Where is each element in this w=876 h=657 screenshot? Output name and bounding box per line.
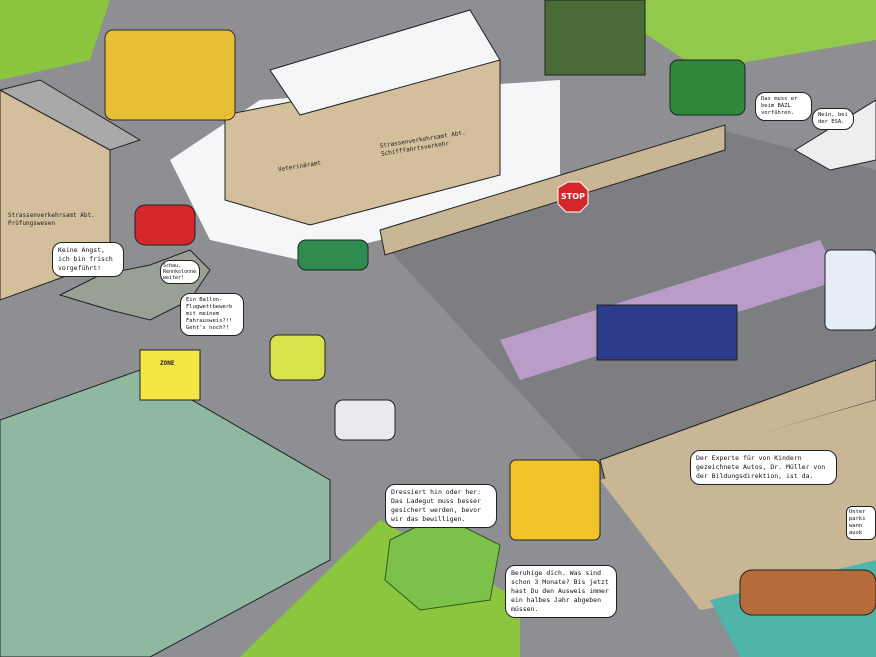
- left-office-roof: [0, 79, 142, 151]
- excavator: [104, 29, 236, 121]
- bubble-car-watchers: Schau, Rennkolonne weiter!: [160, 260, 200, 284]
- military-truck: [544, 0, 646, 76]
- stop-sign: [557, 181, 589, 213]
- bubble-dinosaur: Keine Angst, ich bin frisch vorgeführt!: [52, 242, 124, 277]
- grass-top-left: [0, 0, 110, 80]
- bubble-expert: Der Experte für von Kindern gezeichnete …: [690, 450, 837, 485]
- red-car: [134, 204, 196, 246]
- parking-garage-wall: [379, 124, 726, 256]
- yellow-car: [269, 334, 326, 381]
- white-car: [334, 399, 396, 441]
- bubble-right-edge: Unter parki wann ausk: [846, 506, 876, 540]
- tractor: [669, 59, 746, 116]
- bubble-tree: Beruhige dich. Was sind schon 3 Monate? …: [505, 565, 617, 618]
- main-office-roof: [269, 9, 501, 116]
- grass-bottom: [240, 520, 520, 657]
- left-office-sign: Strassenverkehrsamt Abt. Prüfungswesen: [8, 212, 95, 227]
- ground-office: [0, 369, 331, 657]
- zone-poster-label: ZONE: [160, 360, 175, 367]
- grass-top-right: [640, 0, 876, 70]
- bubble-balloon: Ein Ballon-Flugwettbewerb mit meinem Fah…: [180, 293, 244, 336]
- bubble-truck: Dressiert hin oder her: Das Ladegut muss…: [385, 484, 497, 528]
- tow-truck: [509, 459, 601, 541]
- bubble-bazl: Das muss er beim BAZL vorführen.: [755, 92, 812, 121]
- boat: [739, 569, 876, 616]
- bubble-esa: Nein, bei der ESA.: [812, 108, 854, 130]
- blue-truck: [596, 304, 738, 361]
- stop-sign-label: STOP: [561, 192, 585, 201]
- bus: [824, 249, 876, 331]
- zone-poster: [139, 349, 201, 401]
- parking-garage-front: [599, 359, 876, 481]
- green-car: [297, 239, 369, 271]
